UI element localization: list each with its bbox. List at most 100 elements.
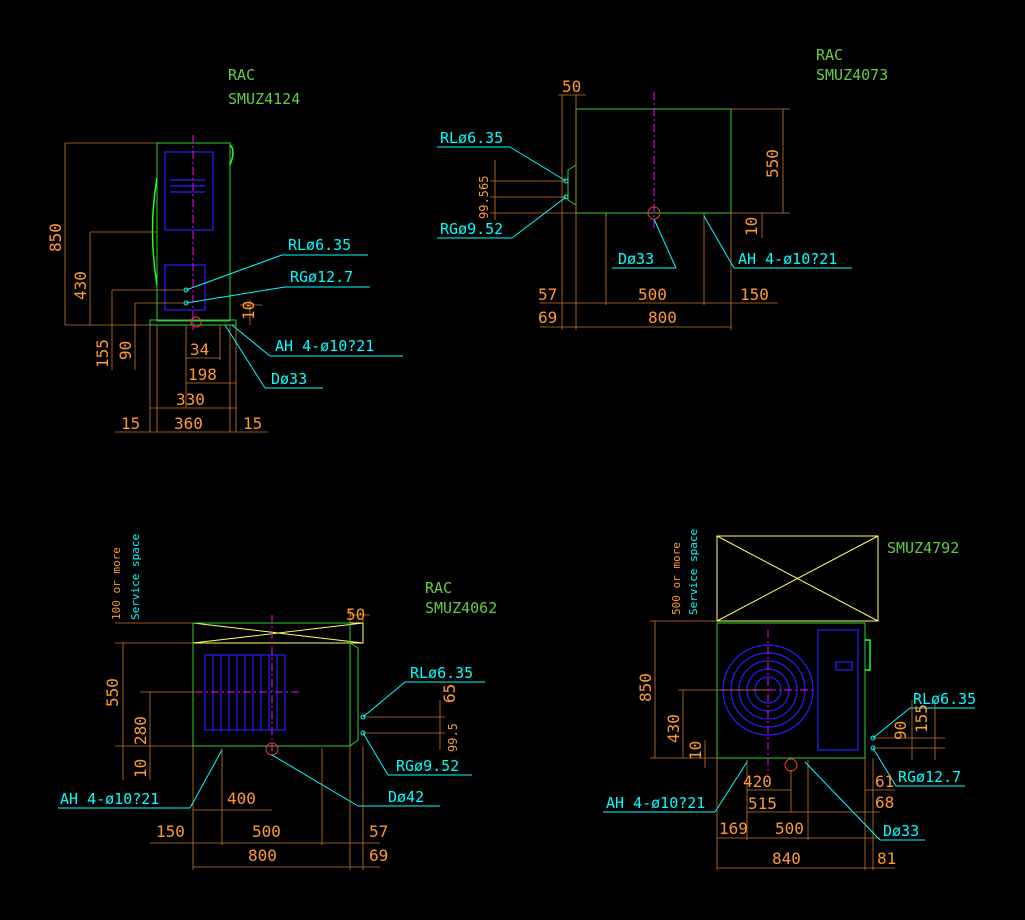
label-rg: RGø12.7: [898, 768, 961, 786]
dim-169: 169: [719, 819, 748, 838]
title-model: SMUZ4124: [228, 90, 300, 108]
label-d: Dø33: [883, 822, 919, 840]
title-rac: RAC: [228, 66, 255, 84]
leader-ah: [189, 749, 223, 809]
unit-side-body: [149, 135, 237, 330]
leader-rg: [872, 747, 897, 787]
dim-61: 61: [875, 772, 894, 791]
dim-15-left: 15: [121, 414, 140, 433]
control-box: [164, 151, 214, 231]
dim-50: 50: [346, 605, 365, 624]
valve-cover: [349, 642, 359, 747]
leader-rg: [362, 732, 389, 776]
unit-front-body: [716, 535, 879, 775]
view-smuz4073: RAC SMUZ4073: [437, 46, 888, 330]
dim-420: 420: [743, 772, 772, 791]
dim-280: 280: [131, 716, 150, 745]
dim-68: 68: [875, 793, 894, 812]
leader-rl: [185, 254, 283, 291]
label-ah: AH 4-ø10?21: [275, 337, 374, 355]
label-d: Dø42: [388, 788, 424, 806]
side-handle: [865, 639, 871, 671]
dim-515: 515: [748, 794, 777, 813]
label-ah: AH 4-ø10?21: [60, 790, 159, 808]
dim-69: 69: [538, 308, 557, 327]
label-ah: AH 4-ø10?21: [606, 794, 705, 812]
label-ah: AH 4-ø10?21: [738, 250, 837, 268]
dim-430: 430: [664, 714, 683, 743]
dim-99-5: 99.5: [446, 723, 460, 752]
dim-10: 10: [131, 759, 150, 778]
dim-50: 50: [562, 77, 581, 96]
dim-90: 90: [891, 721, 910, 740]
dim-500: 500: [775, 819, 804, 838]
dim-34: 34: [190, 340, 209, 359]
dim-57: 57: [538, 285, 557, 304]
leader-ah: [703, 215, 735, 269]
leaders: [437, 146, 852, 269]
leader-rg: [511, 196, 567, 239]
leader-rg: [185, 286, 286, 304]
dim-850: 850: [46, 223, 65, 252]
dim-99-5: 99.5: [477, 190, 491, 219]
valve-box: [164, 264, 206, 311]
leader-d: [224, 324, 266, 389]
view-smuz4792: SMUZ4792 500 or more Service space: [603, 529, 976, 870]
panel-window: [835, 661, 853, 671]
leader-ah: [714, 761, 748, 813]
leader-d: [271, 754, 359, 807]
dim-65: 65: [440, 684, 459, 703]
label-rl: RLø6.35: [288, 236, 351, 254]
title-rac: RAC: [816, 46, 843, 64]
dim-400: 400: [227, 789, 256, 808]
dim-850: 850: [636, 673, 655, 702]
dim-155: 155: [912, 704, 931, 733]
dim-155: 155: [93, 339, 112, 368]
dim-550: 550: [763, 149, 782, 178]
dim-69: 69: [369, 846, 388, 865]
drain-hole: [190, 316, 202, 328]
service-space-cross: [716, 535, 879, 622]
dimension-lines: [115, 609, 445, 870]
leader-d: [653, 218, 677, 269]
dimension-lines: [650, 620, 945, 870]
drain-hole: [784, 758, 798, 772]
leaders: [603, 707, 975, 841]
service-space-cross: [192, 622, 364, 644]
leader-rl: [362, 681, 406, 718]
dim-198: 198: [188, 365, 217, 384]
leader-rl: [509, 146, 567, 182]
title-model: SMUZ4073: [816, 66, 888, 84]
label-d: Dø33: [618, 250, 654, 268]
title-rac: RAC: [425, 579, 452, 597]
dim-330: 330: [176, 390, 205, 409]
dim-15-right: 15: [243, 414, 262, 433]
dim-57: 57: [369, 822, 388, 841]
service-space-value: 500 or more: [670, 542, 683, 615]
base-rail: [149, 319, 237, 326]
service-space-box: [716, 535, 879, 622]
service-space-text: Service space: [129, 534, 142, 620]
label-rl: RLø6.35: [913, 690, 976, 708]
dim-800: 800: [248, 846, 277, 865]
label-rg: RGø9.52: [440, 220, 503, 238]
unit-top-body: [192, 615, 366, 760]
label-rl: RLø6.35: [440, 129, 503, 147]
title-model: SMUZ4792: [887, 539, 959, 557]
dim-65: 65: [477, 176, 491, 190]
service-space-value: 100 or more: [110, 547, 123, 620]
label-rl: RLø6.35: [410, 664, 473, 682]
dim-10: 10: [742, 217, 761, 236]
side-handle: [229, 144, 234, 166]
dimension-lines: [64, 142, 268, 433]
label-d: Dø33: [271, 370, 307, 388]
control-panel: [817, 629, 859, 751]
dimension-lines: [490, 94, 790, 330]
dim-90: 90: [116, 341, 135, 360]
leader-ah: [231, 324, 271, 357]
dim-10: 10: [686, 741, 705, 760]
unit-top-body: [563, 92, 732, 228]
fan-guard-curve: [151, 177, 158, 286]
dim-10: 10: [239, 301, 258, 320]
